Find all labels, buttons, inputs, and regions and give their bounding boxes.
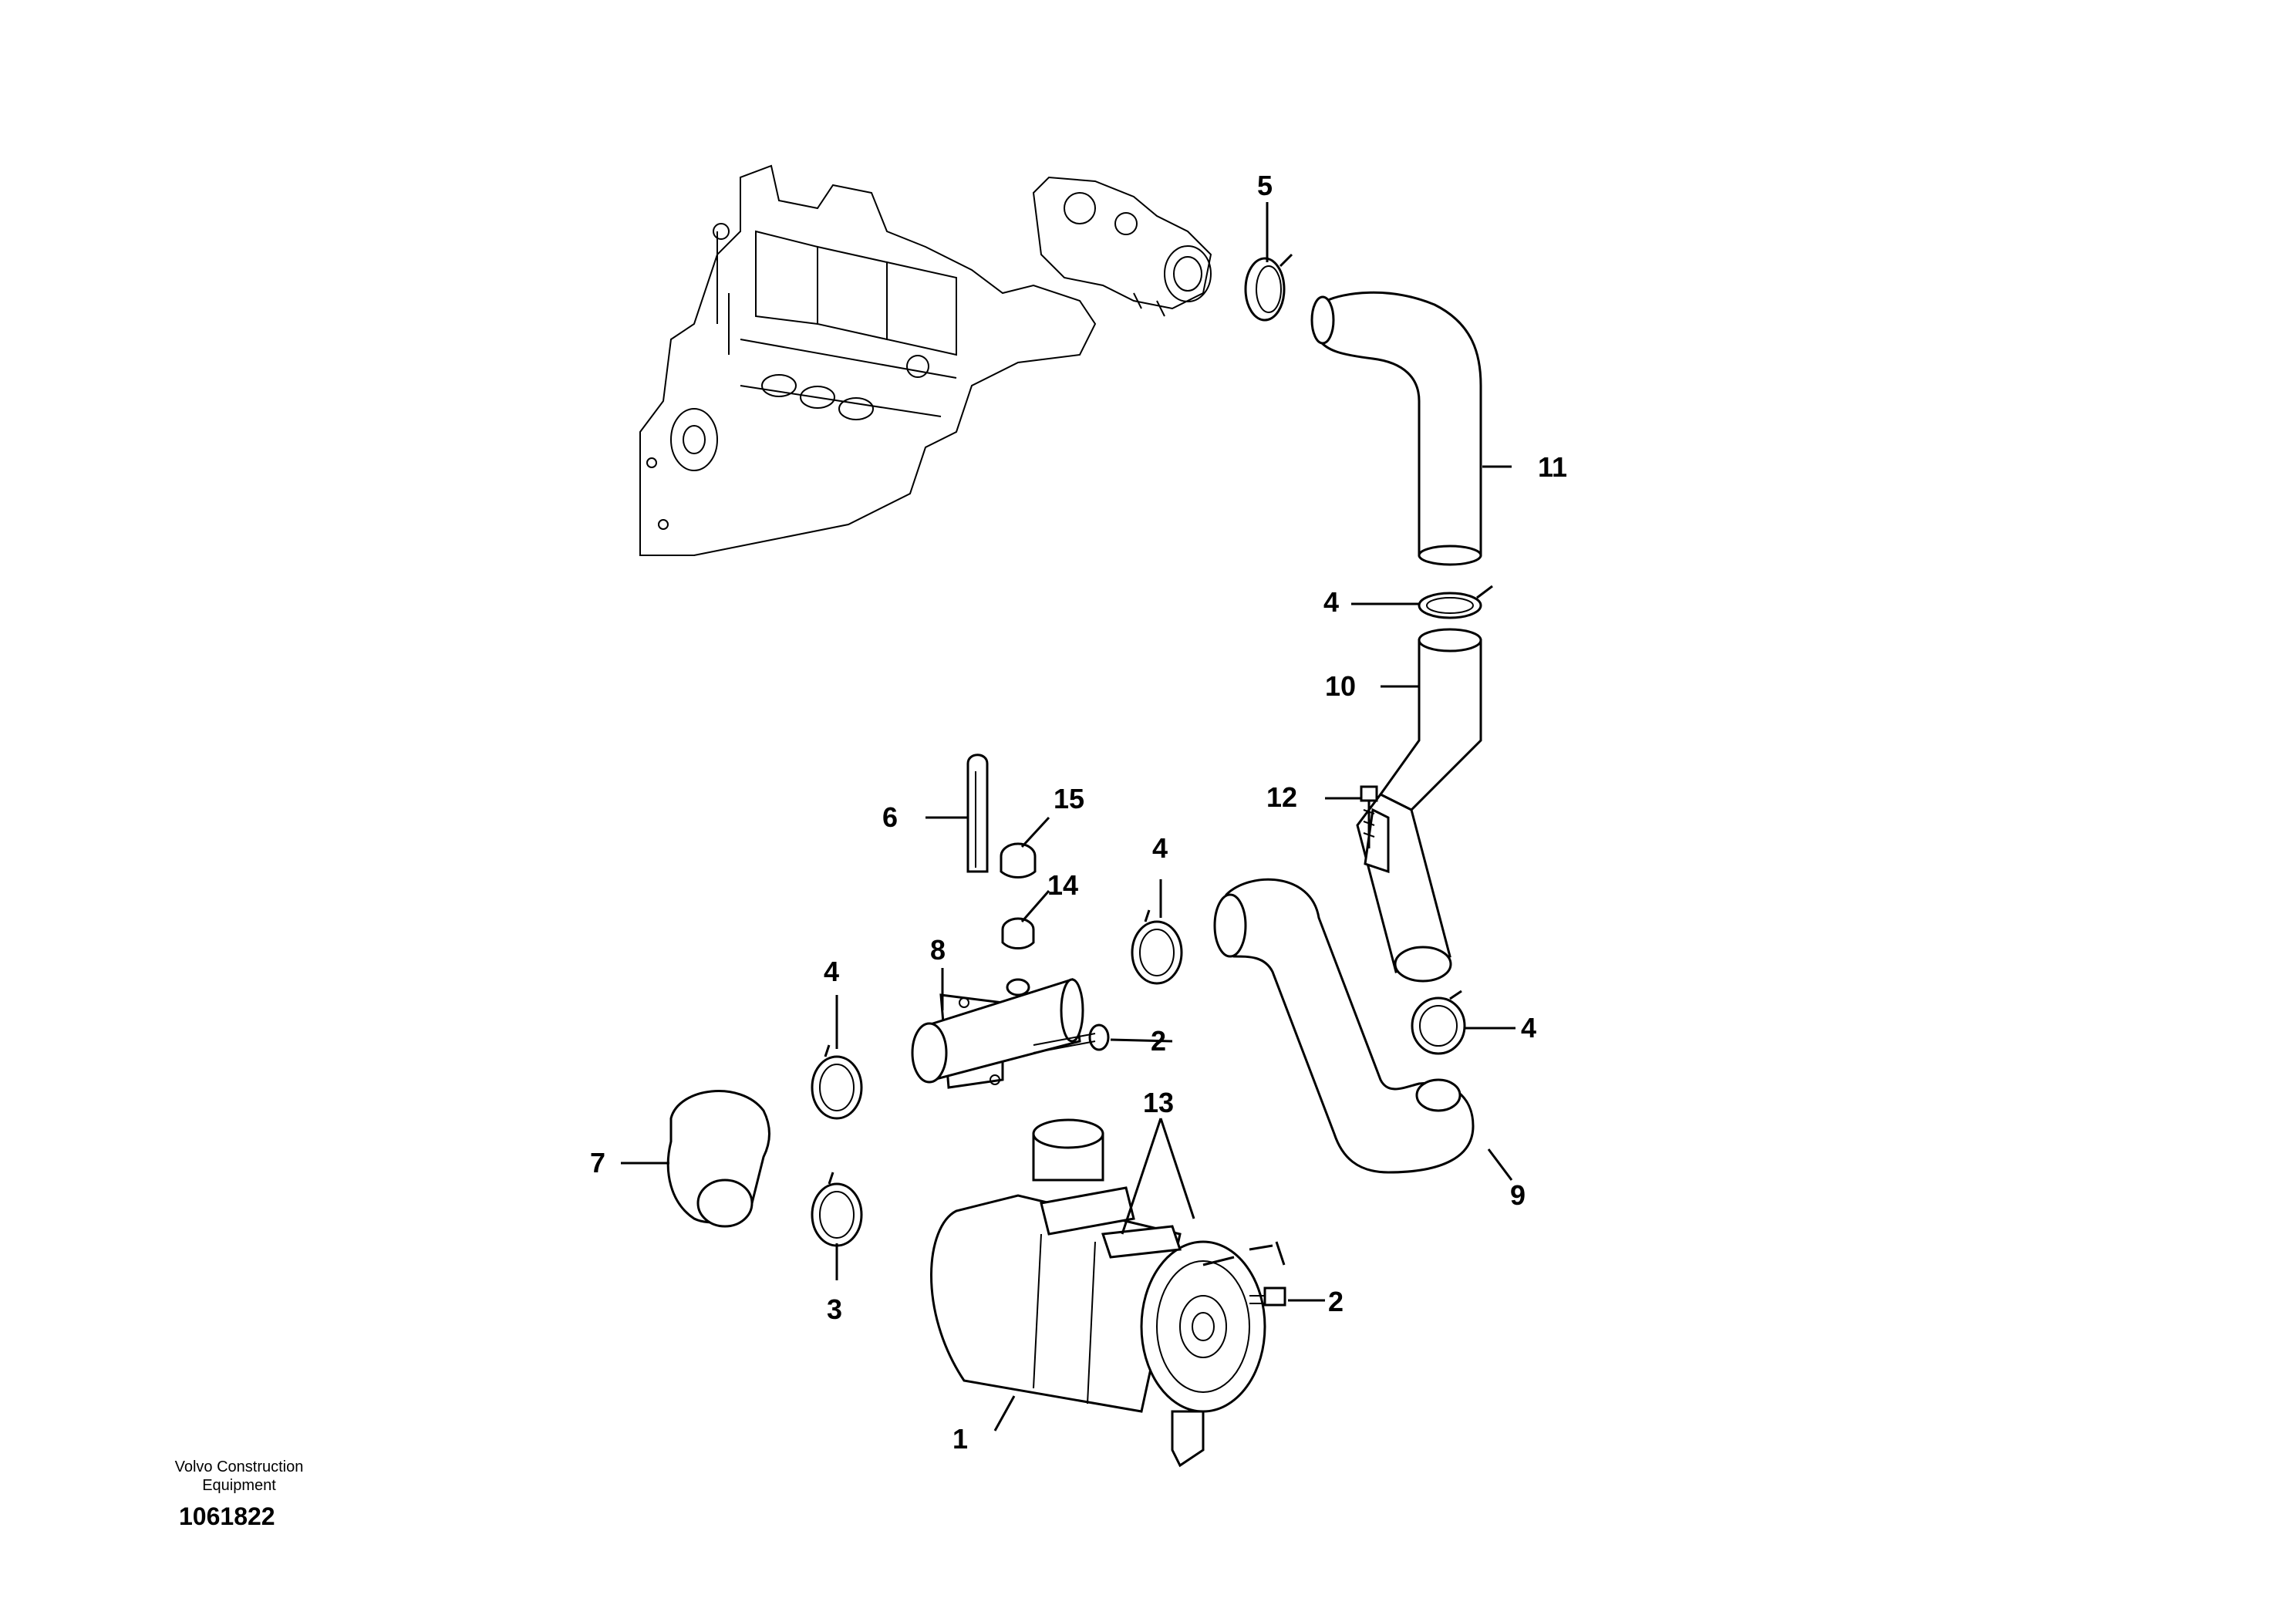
callout-13: 13	[1143, 1087, 1174, 1118]
hose-clamp-3	[811, 1172, 863, 1247]
bolt-2-lower	[1202, 1241, 1286, 1307]
callout-8: 8	[930, 934, 946, 966]
hose-clamp-4-upper	[1418, 585, 1493, 619]
callout-12: 12	[1266, 781, 1297, 813]
callout-4-middle: 4	[1152, 832, 1168, 864]
callout-3: 3	[827, 1293, 842, 1325]
turbocharger	[1032, 176, 1212, 317]
leader-lines	[621, 202, 1515, 1431]
callout-10: 10	[1325, 670, 1356, 702]
pipe-10	[1356, 628, 1482, 983]
hose-clamp-5	[1244, 253, 1293, 322]
drawing-number: 1061822	[179, 1502, 275, 1530]
callout-2-lower: 2	[1328, 1286, 1344, 1317]
vacuum-indicator-6	[966, 754, 989, 873]
callout-7: 7	[590, 1147, 605, 1179]
engine-block	[639, 164, 1097, 556]
callout-4-upper: 4	[1323, 586, 1339, 618]
hose-9	[1213, 878, 1475, 1174]
callout-6: 6	[882, 801, 898, 833]
indicator-cap-15	[1000, 842, 1037, 878]
bolt-12	[1360, 785, 1378, 848]
company-line-1: Volvo Construction	[174, 1458, 304, 1475]
callout-15: 15	[1054, 783, 1084, 814]
grommet-14	[1001, 917, 1035, 949]
air-cleaner-1	[930, 1118, 1266, 1468]
company-line-2: Equipment	[202, 1477, 276, 1494]
callout-9: 9	[1510, 1179, 1526, 1211]
hose-clamp-4-middle	[1131, 909, 1183, 985]
bolt-2-middle	[1033, 1023, 1110, 1054]
callout-2-middle: 2	[1151, 1025, 1166, 1057]
callout-4-right: 4	[1521, 1012, 1536, 1044]
callout-4-left: 4	[824, 956, 839, 987]
elbow-7	[666, 1090, 770, 1228]
callout-1: 1	[952, 1423, 968, 1455]
callout-5: 5	[1257, 170, 1273, 201]
company-label: Volvo Construction Equipment	[123, 1458, 355, 1495]
callout-11: 11	[1538, 451, 1567, 483]
pipe-8	[911, 978, 1084, 1089]
callout-14: 14	[1047, 869, 1078, 901]
hose-clamp-4-left	[811, 1044, 863, 1120]
hose-11	[1310, 291, 1482, 566]
hose-clamp-4-right	[1411, 990, 1466, 1055]
